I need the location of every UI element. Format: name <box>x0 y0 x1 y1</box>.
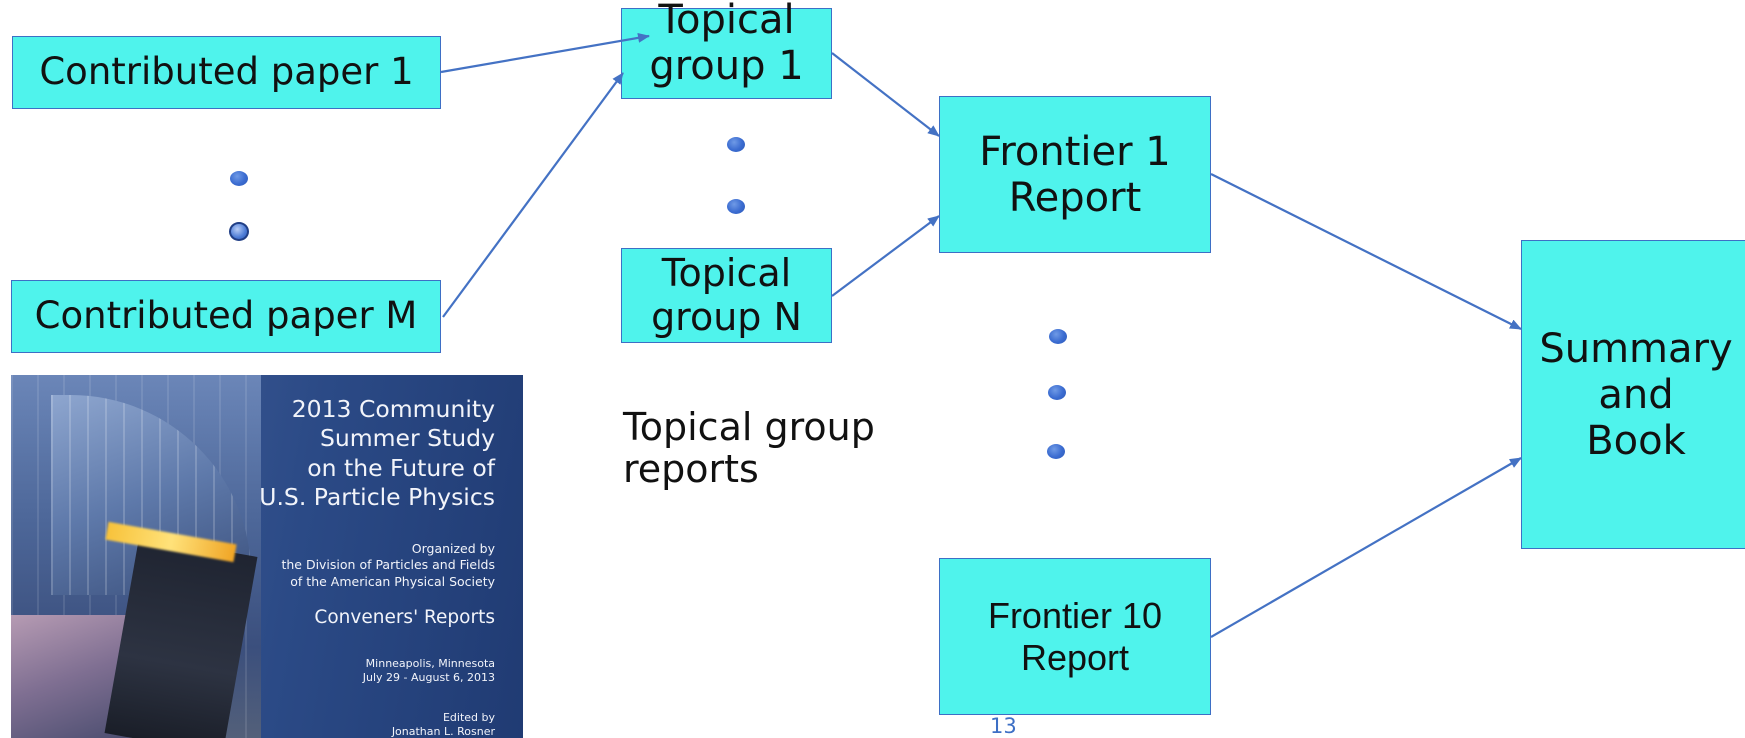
topical-group-reports-text: Topical group reports <box>623 405 875 491</box>
contributed-ellipsis-dot <box>230 171 248 186</box>
contributed-paper-m-label: Contributed paper M <box>34 294 418 338</box>
frontier-1-report-label: Frontier 1 Report <box>979 128 1171 221</box>
book-organizer: Organized by the Division of Particles a… <box>281 541 495 589</box>
contributed-paper-1-label: Contributed paper 1 <box>39 50 414 94</box>
book-editor: Edited by Jonathan L. Rosner <box>391 711 495 738</box>
topical-group-1-label: Topical group 1 <box>649 0 804 89</box>
book-location-dates: Minneapolis, Minnesota July 29 - August … <box>362 657 495 685</box>
frontier-10-report-box: Frontier 10 Report <box>939 558 1211 715</box>
contributed-paper-m-box: Contributed paper M <box>11 280 441 353</box>
page-number: 13 <box>990 714 1017 738</box>
book-subtitle: Conveners' Reports <box>314 607 495 628</box>
summary-and-book-label: Summary and Book <box>1539 325 1733 464</box>
contributed-ellipsis-dot <box>229 222 249 241</box>
frontier-10-report-label: Frontier 10 Report <box>987 595 1163 678</box>
frontier-ellipsis-dot <box>1048 385 1066 400</box>
arrow-paper1-to-topical1 <box>440 32 650 74</box>
topical-ellipsis-dot <box>727 137 745 152</box>
arrow-paperm-to-topical1 <box>442 72 624 318</box>
frontier-1-report-box: Frontier 1 Report <box>939 96 1211 253</box>
topical-group-n-box: Topical group N <box>621 248 832 343</box>
arrow-topicaln-to-frontier1 <box>831 215 940 297</box>
frontier-ellipsis-dot <box>1047 444 1065 459</box>
book-cover-image: 2013 Community Summer Study on the Futur… <box>11 375 523 738</box>
arrow-frontier1-to-summary <box>1210 173 1522 330</box>
arrow-frontier10-to-summary <box>1210 457 1522 638</box>
topical-group-n-label: Topical group N <box>651 250 802 339</box>
frontier-ellipsis-dot <box>1049 329 1067 344</box>
book-title: 2013 Community Summer Study on the Futur… <box>259 395 495 512</box>
topical-group-1-box: Topical group 1 <box>621 0 832 99</box>
summary-and-book-box: Summary and Book <box>1521 240 1745 549</box>
contributed-paper-1-box: Contributed paper 1 <box>12 36 441 109</box>
arrow-topical1-to-frontier1 <box>831 52 940 137</box>
topical-ellipsis-dot <box>727 199 745 214</box>
